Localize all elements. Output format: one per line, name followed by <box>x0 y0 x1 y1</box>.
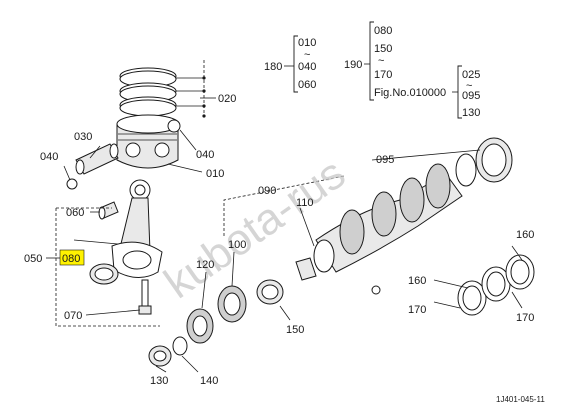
label-080-highlight <box>59 249 85 266</box>
watermark: kubota-rus <box>156 149 354 308</box>
ref-group-180[interactable]: 180 010 ~ 040 060 <box>264 35 316 93</box>
label-160-left[interactable]: 160 <box>408 275 426 287</box>
thrust-washers[interactable] <box>457 254 535 316</box>
ref-180-tilde: ~ <box>304 49 310 61</box>
ref-190-c: 170 <box>374 69 392 81</box>
label-160-right[interactable]: 160 <box>516 229 534 241</box>
snap-ring-040-left[interactable] <box>66 178 78 190</box>
ref-fig-c: 130 <box>462 107 480 119</box>
piston-pin-030[interactable] <box>75 143 119 175</box>
ref-group-fig[interactable]: 025 ~ 095 130 <box>452 65 480 119</box>
label-150[interactable]: 150 <box>286 324 304 336</box>
label-170-left[interactable]: 170 <box>408 304 426 316</box>
gear-100[interactable] <box>217 285 247 323</box>
label-170-right[interactable]: 170 <box>516 312 534 324</box>
connecting-rod-050[interactable] <box>111 179 163 278</box>
label-050[interactable]: 050 <box>24 253 42 265</box>
label-020[interactable]: 020 <box>218 93 236 105</box>
piston-rings-020[interactable] <box>119 67 177 117</box>
label-120[interactable]: 120 <box>196 259 214 271</box>
diagram-code: 1J401-045-11 <box>496 395 545 404</box>
bearing-080[interactable] <box>89 263 119 285</box>
label-040-left[interactable]: 040 <box>40 151 58 163</box>
ref-fig-tilde: ~ <box>466 80 472 92</box>
label-090[interactable]: 090 <box>258 185 276 197</box>
label-110[interactable]: 110 <box>296 197 314 209</box>
crankshaft-110[interactable] <box>295 153 477 295</box>
label-070[interactable]: 070 <box>64 310 82 322</box>
ref-180-b: 040 <box>298 61 316 73</box>
ref-190-a: 080 <box>374 25 392 37</box>
label-060[interactable]: 060 <box>66 207 84 219</box>
ref-fig-b: 095 <box>462 90 480 102</box>
ref-190-number: 190 <box>344 59 362 71</box>
leader-lines <box>46 97 523 373</box>
piston-010[interactable] <box>116 114 180 169</box>
ref-190-b: 150 <box>374 43 392 55</box>
ref-190-tilde: ~ <box>378 55 384 67</box>
label-030[interactable]: 030 <box>74 131 92 143</box>
ref-fig-a: 025 <box>462 69 480 81</box>
bolt-070[interactable] <box>138 279 152 315</box>
crank-outline <box>223 175 345 236</box>
seal-095[interactable] <box>475 137 513 183</box>
label-140[interactable]: 140 <box>200 375 218 387</box>
label-010[interactable]: 010 <box>206 168 224 180</box>
snap-ring-040-right[interactable] <box>167 119 181 133</box>
ref-180-c: 060 <box>298 79 316 91</box>
label-130[interactable]: 130 <box>150 375 168 387</box>
ref-180-number: 180 <box>264 61 282 73</box>
label-100[interactable]: 100 <box>228 239 246 251</box>
ring-markers <box>176 76 206 118</box>
label-040-right[interactable]: 040 <box>196 149 214 161</box>
bushing-060[interactable] <box>98 201 119 220</box>
ref-180-a: 010 <box>298 37 316 49</box>
label-095[interactable]: 095 <box>376 154 394 166</box>
bearing-150[interactable] <box>256 279 284 305</box>
label-080[interactable]: 080 <box>62 253 80 265</box>
ref-190-fig: Fig.No.010000 <box>374 87 446 99</box>
assembly-outline <box>55 208 160 327</box>
collar-130[interactable] <box>148 345 172 367</box>
ref-group-190[interactable]: 190 080 150 ~ 170 Fig.No.010000 <box>344 21 446 101</box>
ring-140[interactable] <box>172 336 188 356</box>
gear-120[interactable] <box>186 308 214 344</box>
